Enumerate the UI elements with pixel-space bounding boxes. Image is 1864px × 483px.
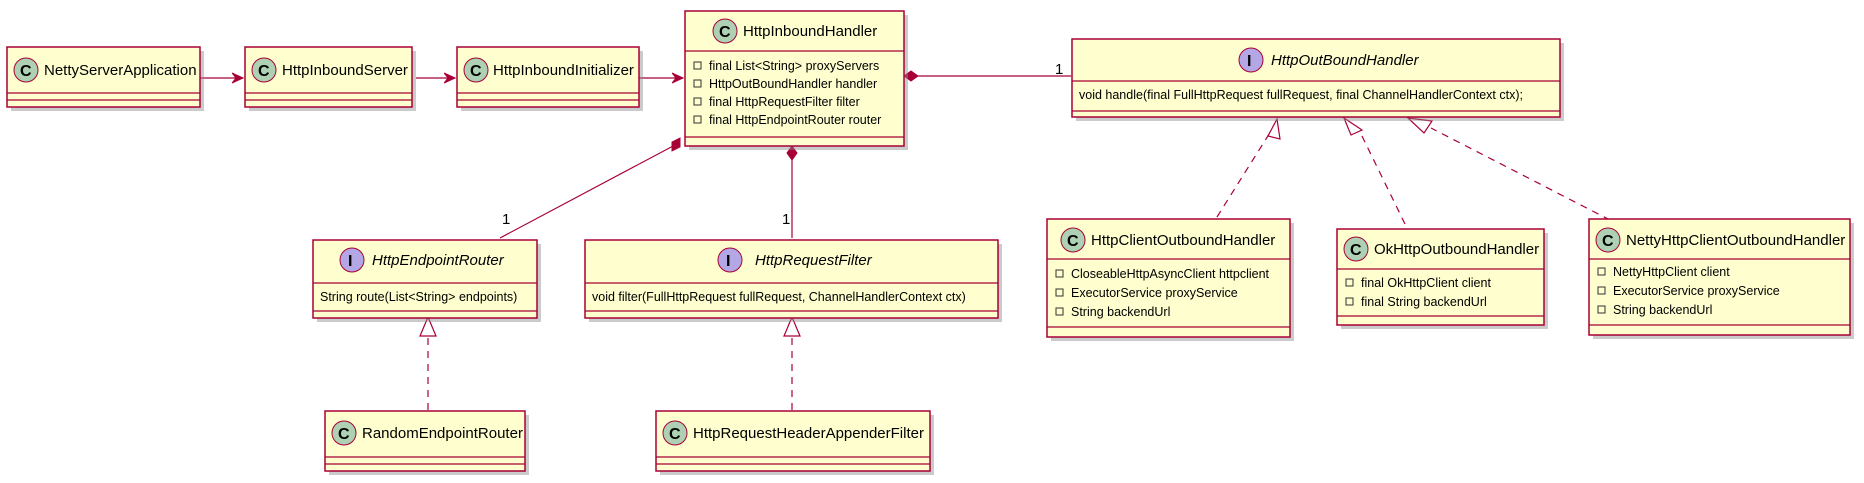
private-marker-icon bbox=[1597, 267, 1606, 276]
private-marker-icon bbox=[1055, 288, 1064, 297]
class-title: HttpClientOutboundHandler bbox=[1091, 232, 1275, 249]
class-member: final OkHttpClient client bbox=[1361, 276, 1491, 290]
class-member: final HttpEndpointRouter router bbox=[709, 113, 881, 127]
class-spot-icon bbox=[662, 420, 688, 446]
realization-arrow-okhttp bbox=[1342, 116, 1364, 136]
class-netty-http-client-outbound-handler[interactable]: C NettyHttpClientOutboundHandler NettyHt… bbox=[1588, 218, 1854, 339]
interface-title: HttpRequestFilter bbox=[755, 252, 873, 269]
interface-kind-letter: I bbox=[348, 253, 352, 270]
class-spot-icon bbox=[1060, 227, 1086, 253]
interface-method: void handle(final FullHttpRequest fullRe… bbox=[1079, 88, 1523, 102]
class-http-request-header-appender-filter[interactable]: C HttpRequestHeaderAppenderFilter bbox=[655, 410, 934, 475]
realization-httpclient-outbound bbox=[1216, 130, 1272, 218]
realization-arrow-header bbox=[783, 315, 801, 337]
class-member: final List<String> proxyServers bbox=[709, 59, 879, 73]
interface-kind-letter: I bbox=[726, 253, 730, 270]
interface-spot-icon bbox=[339, 247, 365, 273]
composition-diamond-outbound bbox=[903, 70, 919, 82]
class-http-inbound-handler[interactable]: C HttpInboundHandler final List<String> … bbox=[684, 10, 908, 150]
interface-title: HttpOutBoundHandler bbox=[1271, 52, 1420, 69]
class-kind-letter: C bbox=[338, 426, 350, 443]
interface-http-outbound-handler[interactable]: I HttpOutBoundHandler void handle(final … bbox=[1071, 38, 1564, 121]
interface-method: void filter(FullHttpRequest fullRequest,… bbox=[592, 290, 966, 304]
class-spot-icon bbox=[1595, 227, 1621, 253]
class-random-endpoint-router[interactable]: C RandomEndpointRouter bbox=[324, 410, 529, 475]
private-marker-icon bbox=[1345, 297, 1354, 306]
class-spot-icon bbox=[331, 420, 357, 446]
class-member: String backendUrl bbox=[1613, 303, 1712, 317]
class-member: final HttpRequestFilter filter bbox=[709, 95, 860, 109]
realization-arrow-httpclient bbox=[1267, 117, 1281, 140]
class-spot-icon bbox=[1343, 236, 1369, 262]
composition-diamond-router bbox=[671, 137, 681, 152]
realization-arrow-random bbox=[419, 315, 437, 337]
private-marker-icon bbox=[693, 61, 702, 70]
interface-spot-icon bbox=[1238, 47, 1264, 73]
class-member: String backendUrl bbox=[1071, 305, 1170, 319]
class-spot-icon bbox=[463, 57, 489, 83]
class-kind-letter: C bbox=[470, 63, 482, 80]
class-kind-letter: C bbox=[1602, 233, 1614, 250]
realization-nettyhttp-outbound bbox=[1430, 127, 1611, 221]
interface-spot-icon bbox=[717, 247, 743, 273]
private-marker-icon bbox=[693, 115, 702, 124]
class-member: CloseableHttpAsyncClient httpclient bbox=[1071, 267, 1270, 281]
class-http-inbound-server[interactable]: C HttpInboundServer bbox=[244, 46, 416, 111]
class-title: HttpInboundHandler bbox=[743, 23, 877, 40]
multiplicity-outbound: 1 bbox=[1055, 61, 1063, 78]
class-http-inbound-initializer[interactable]: C HttpInboundInitializer bbox=[456, 46, 643, 111]
private-marker-icon bbox=[1345, 278, 1354, 287]
class-spot-icon bbox=[13, 57, 39, 83]
class-http-client-outbound-handler[interactable]: C HttpClientOutboundHandler CloseableHtt… bbox=[1046, 218, 1294, 341]
class-kind-letter: C bbox=[1350, 242, 1362, 259]
private-marker-icon bbox=[693, 97, 702, 106]
class-ok-http-outbound-handler[interactable]: C OkHttpOutboundHandler final OkHttpClie… bbox=[1336, 228, 1548, 329]
multiplicity-router: 1 bbox=[502, 211, 510, 228]
class-title: NettyHttpClientOutboundHandler bbox=[1626, 232, 1845, 249]
class-member: NettyHttpClient client bbox=[1613, 265, 1730, 279]
class-member: HttpOutBoundHandler handler bbox=[709, 77, 877, 91]
class-kind-letter: C bbox=[719, 24, 731, 41]
class-member: final String backendUrl bbox=[1361, 295, 1487, 309]
class-spot-icon bbox=[712, 18, 738, 44]
realization-arrow-nettyhttp bbox=[1406, 117, 1434, 134]
class-netty-server-application[interactable]: C NettyServerApplication bbox=[6, 46, 204, 111]
private-marker-icon bbox=[1597, 305, 1606, 314]
interface-kind-letter: I bbox=[1247, 53, 1251, 70]
class-title: NettyServerApplication bbox=[44, 62, 197, 79]
class-member: ExecutorService proxyService bbox=[1071, 286, 1238, 300]
realization-okhttp-outbound bbox=[1360, 133, 1406, 225]
interface-title: HttpEndpointRouter bbox=[372, 252, 505, 269]
class-spot-icon bbox=[251, 57, 277, 83]
private-marker-icon bbox=[1597, 286, 1606, 295]
class-kind-letter: C bbox=[20, 63, 32, 80]
interface-http-endpoint-router[interactable]: I HttpEndpointRouter String route(List<S… bbox=[312, 239, 541, 322]
class-title: HttpInboundInitializer bbox=[493, 62, 634, 79]
edges: 1 1 1 bbox=[200, 61, 1611, 410]
private-marker-icon bbox=[693, 79, 702, 88]
private-marker-icon bbox=[1055, 307, 1064, 316]
interface-method: String route(List<String> endpoints) bbox=[320, 290, 517, 304]
class-title: OkHttpOutboundHandler bbox=[1374, 241, 1539, 258]
class-kind-letter: C bbox=[669, 426, 681, 443]
class-kind-letter: C bbox=[1067, 233, 1079, 250]
class-kind-letter: C bbox=[258, 63, 270, 80]
class-title: HttpInboundServer bbox=[282, 62, 408, 79]
class-title: HttpRequestHeaderAppenderFilter bbox=[693, 425, 924, 442]
interface-http-request-filter[interactable]: I HttpRequestFilter void filter(FullHttp… bbox=[584, 239, 1002, 322]
class-member: ExecutorService proxyService bbox=[1613, 284, 1780, 298]
multiplicity-filter: 1 bbox=[782, 211, 790, 228]
edge-handler-composes-router bbox=[499, 144, 676, 239]
private-marker-icon bbox=[1055, 269, 1064, 278]
class-title: RandomEndpointRouter bbox=[362, 425, 523, 442]
composition-diamond-filter bbox=[786, 145, 798, 161]
